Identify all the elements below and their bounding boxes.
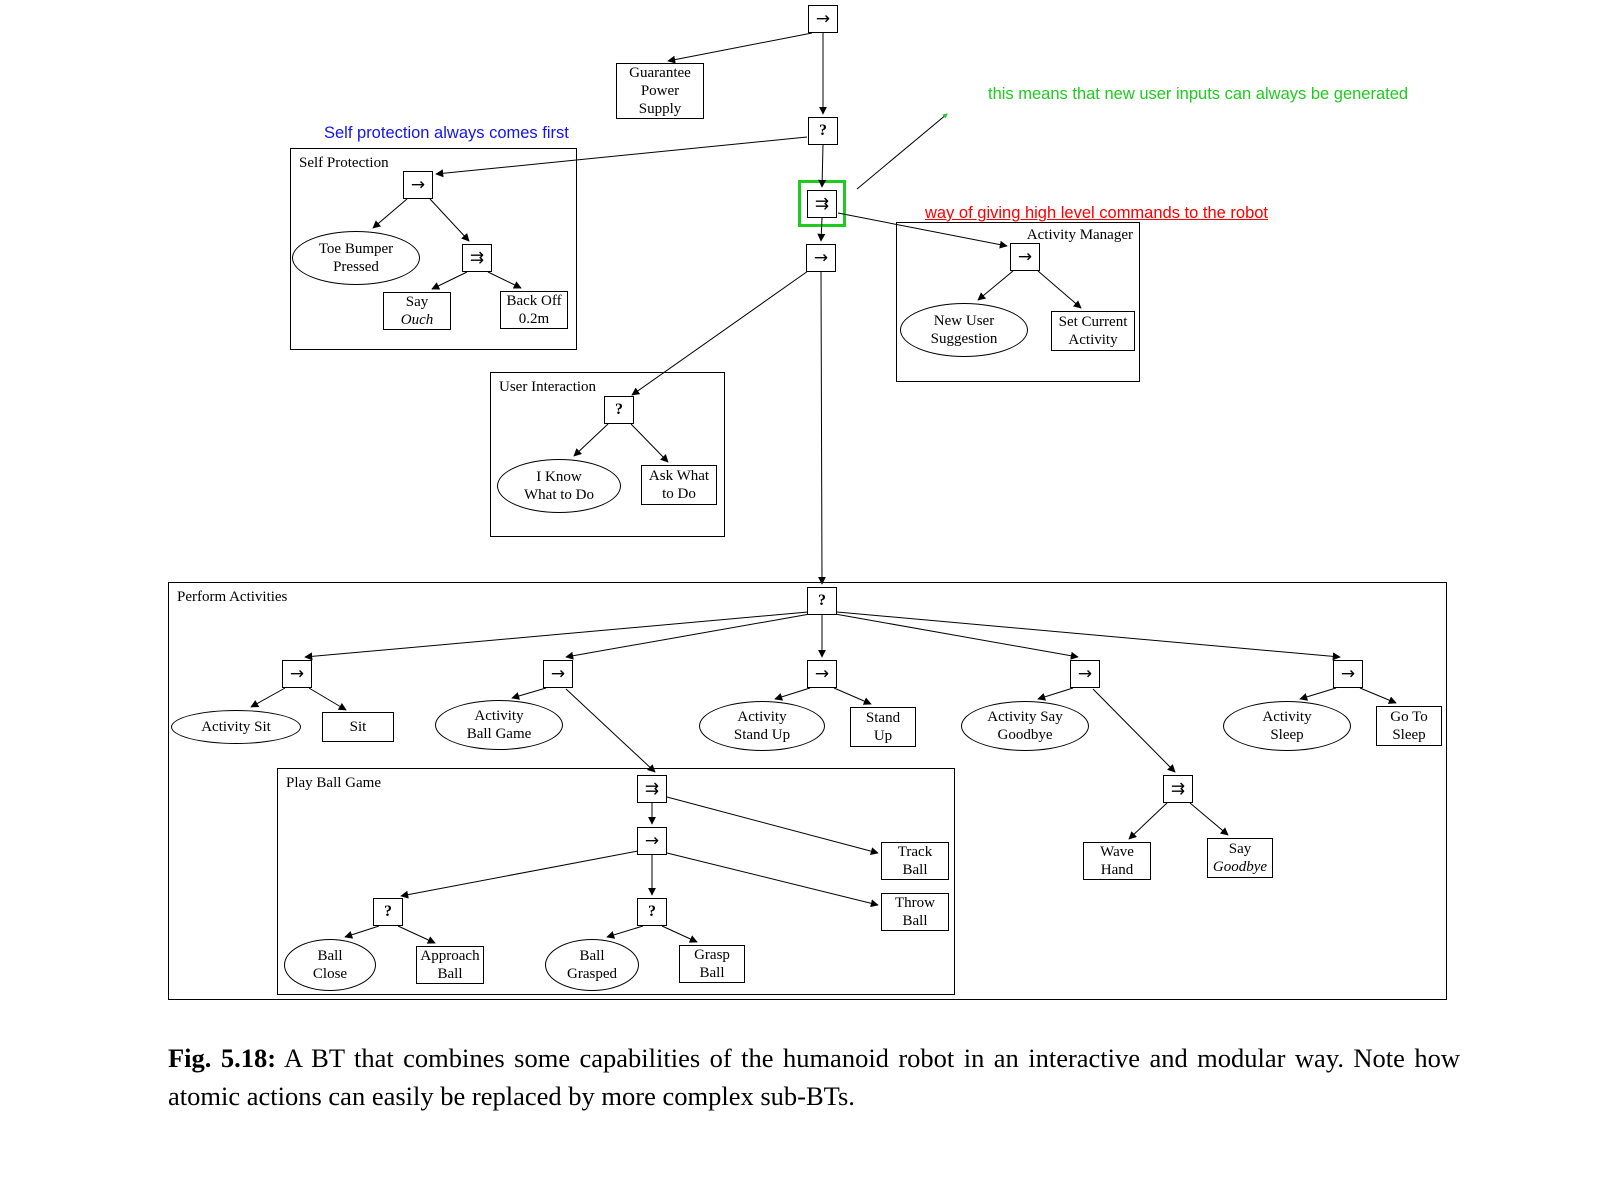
user-interaction-fallback-node: ? [604,396,634,424]
stand-up-sequence-node: → [807,660,837,688]
red-annotation: way of giving high level commands to the… [925,204,1269,222]
group-play-ball-game: Play Ball Game [277,768,955,995]
group-user-interaction: User Interaction [490,372,725,537]
figure-caption-text: A BT that combines some capabilities of … [168,1043,1460,1111]
activity-manager-sequence-node: → [1010,243,1040,271]
group-user-interaction-label: User Interaction [499,379,597,395]
main-fallback-node: ? [808,117,838,145]
blue-annotation: Self protection always comes first [324,124,569,142]
play-ball-sequence-node: → [637,827,667,855]
play-ball-parallel-node: ⇉ [637,775,667,803]
green-annotation-arrow [856,113,948,190]
say-goodbye-sequence-node: → [1070,660,1100,688]
figure-caption: Fig. 5.18: A BT that combines some capab… [168,1040,1460,1115]
action-say-ouch-line2: Ouch [400,312,434,328]
action-sit: Sit [322,712,394,742]
group-self-protection: Self Protection [290,148,577,350]
approach-fallback-node: ? [373,898,403,926]
action-say-goodbye: Say Goodbye [1207,838,1273,878]
action-say-ouch: Say Ouch [383,292,451,330]
self-protection-sequence-node: → [403,171,433,199]
figure-caption-label: Fig. 5.18: [168,1043,277,1073]
sit-sequence-node: → [282,660,312,688]
perform-activities-fallback-node: ? [807,587,837,615]
sleep-sequence-node: → [1333,660,1363,688]
say-goodbye-parallel-node: ⇉ [1163,775,1193,803]
action-say-ouch-line1: Say [405,294,429,310]
group-activity-manager-label: Activity Manager [1026,227,1133,243]
group-activity-manager: Activity Manager [896,222,1140,382]
user-input-parallel-node: ⇉ [807,190,837,218]
grasp-fallback-node: ? [637,898,667,926]
action-say-goodbye-line2: Goodbye [1212,859,1268,875]
group-play-ball-game-label: Play Ball Game [286,775,381,791]
action-say-goodbye-line1: Say [1228,841,1252,857]
condition-activity-sit: Activity Sit [171,710,301,744]
green-annotation: this means that new user inputs can alwa… [988,85,1409,103]
group-perform-activities-label: Perform Activities [177,589,288,605]
main-sequence-node: → [806,244,836,272]
group-self-protection-label: Self Protection [299,155,389,171]
root-sequence-node: → [808,5,838,33]
self-protection-parallel-node: ⇉ [462,244,492,272]
group-perform-activities: Perform Activities [168,582,1447,1000]
ball-game-sequence-node: → [543,660,573,688]
